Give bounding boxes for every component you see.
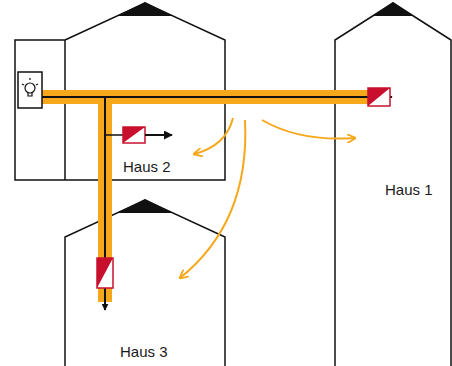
house-label: Haus 2 — [123, 158, 171, 175]
pipe — [98, 97, 112, 180]
flow-arrow — [145, 134, 172, 136]
roof-cap — [117, 2, 173, 16]
heat-meter — [123, 127, 145, 143]
house: Haus 3 — [65, 200, 225, 366]
branch-line — [106, 134, 123, 136]
boiler-symbol — [18, 72, 42, 108]
house-outline — [65, 200, 225, 366]
heat-loss-arrow — [180, 120, 245, 278]
roof-cap — [117, 199, 173, 213]
house-wall — [65, 200, 225, 366]
pipe-core — [225, 96, 392, 98]
heat-loss-arrow — [194, 118, 233, 154]
heat-loss-arrow — [262, 120, 355, 139]
heat-pipe — [225, 97, 392, 98]
heat-meter — [97, 258, 113, 288]
heat-meter — [368, 88, 390, 106]
heat-pipe — [105, 180, 106, 310]
pipe-core — [104, 97, 106, 180]
house-wall — [335, 3, 451, 366]
roof-cap — [373, 2, 414, 16]
house-label: Haus 1 — [385, 181, 433, 198]
house-wall — [15, 3, 225, 180]
pipe — [42, 90, 225, 104]
house-label: Haus 3 — [120, 343, 168, 360]
pipe-core — [42, 96, 225, 98]
pipe-core — [104, 180, 106, 310]
house: Haus 1 — [335, 3, 451, 366]
